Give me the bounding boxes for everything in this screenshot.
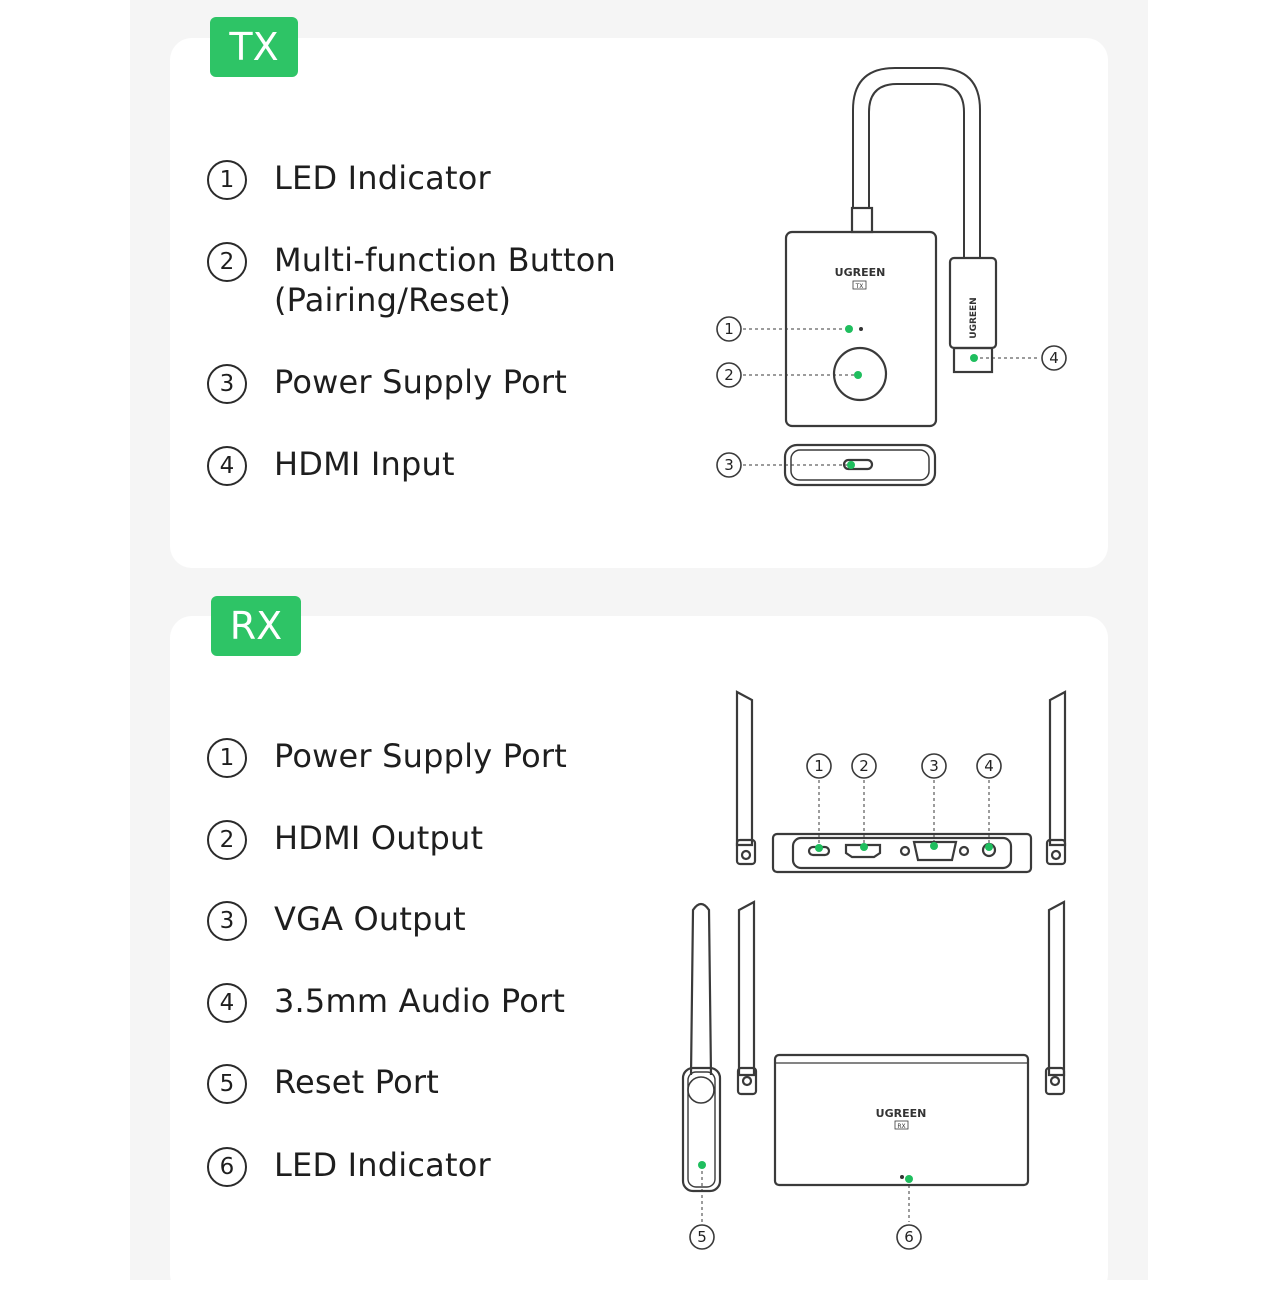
item-label-line2: (Pairing/Reset) <box>274 281 512 319</box>
item-label: 3.5mm Audio Port <box>274 982 566 1020</box>
item-number: 6 <box>207 1147 247 1187</box>
item-label: HDMI Output <box>274 819 484 857</box>
item-number: 3 <box>207 364 247 404</box>
item-label: Power Supply Port <box>274 363 567 401</box>
item-number: 1 <box>207 160 247 200</box>
rx-tag: RX <box>211 596 301 656</box>
item-label: HDMI Input <box>274 445 455 483</box>
tx-tag: TX <box>210 17 298 77</box>
item-number: 4 <box>207 983 247 1023</box>
item-number: 2 <box>207 242 247 282</box>
item-label: VGA Output <box>274 900 466 938</box>
item-number: 5 <box>207 1064 247 1104</box>
item-number: 3 <box>207 901 247 941</box>
item-number: 4 <box>207 446 247 486</box>
item-label: LED Indicator <box>274 159 491 197</box>
item-number: 1 <box>207 738 247 778</box>
item-label: LED Indicator <box>274 1146 491 1184</box>
item-label: Power Supply Port <box>274 737 567 775</box>
item-label: Multi-function Button <box>274 241 617 279</box>
item-number: 2 <box>207 820 247 860</box>
item-label: Reset Port <box>274 1063 439 1101</box>
rx-card <box>170 616 1108 1296</box>
